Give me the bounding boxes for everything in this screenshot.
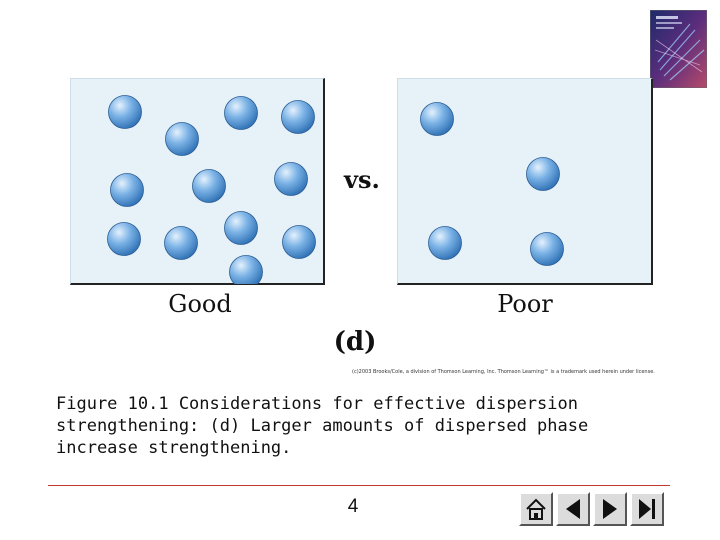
last-slide-button[interactable] xyxy=(630,492,664,526)
book-cover-image xyxy=(650,10,707,88)
vs-label: vs. xyxy=(344,165,380,194)
figure-caption: Figure 10.1 Considerations for effective… xyxy=(56,394,589,458)
dispersed-particle xyxy=(229,255,263,284)
back-icon xyxy=(566,499,580,519)
dispersed-particle xyxy=(281,100,315,134)
dispersed-particle xyxy=(192,169,226,203)
dispersed-particle xyxy=(165,122,199,156)
end-icon xyxy=(639,499,655,519)
dispersed-particle xyxy=(164,226,198,260)
good-dispersion-panel xyxy=(70,78,325,285)
home-button[interactable] xyxy=(519,492,553,526)
dispersed-particle xyxy=(530,232,564,266)
forward-icon xyxy=(603,499,617,519)
panel-letter-label: (d) xyxy=(333,327,377,357)
dispersed-particle xyxy=(274,162,308,196)
dispersed-particle xyxy=(224,211,258,245)
previous-slide-button[interactable] xyxy=(556,492,590,526)
dispersed-particle xyxy=(526,157,560,191)
next-slide-button[interactable] xyxy=(593,492,627,526)
dispersed-particle xyxy=(224,96,258,130)
dispersed-particle xyxy=(420,102,454,136)
page-number: 4 xyxy=(347,496,359,517)
poor-dispersion-panel xyxy=(397,78,653,285)
poor-label: Poor xyxy=(497,290,553,318)
dispersed-particle xyxy=(282,225,316,259)
dispersed-particle xyxy=(107,222,141,256)
poor-particles-layer xyxy=(420,102,564,266)
good-label: Good xyxy=(168,290,232,318)
dispersed-particle xyxy=(110,173,144,207)
dispersed-particle xyxy=(428,226,462,260)
copyright-notice: (c)2003 Brooks/Cole, a division of Thoms… xyxy=(352,369,655,375)
home-icon xyxy=(526,498,546,520)
good-particles-layer xyxy=(107,95,316,284)
footer-divider xyxy=(48,485,670,486)
dispersed-particle xyxy=(108,95,142,129)
